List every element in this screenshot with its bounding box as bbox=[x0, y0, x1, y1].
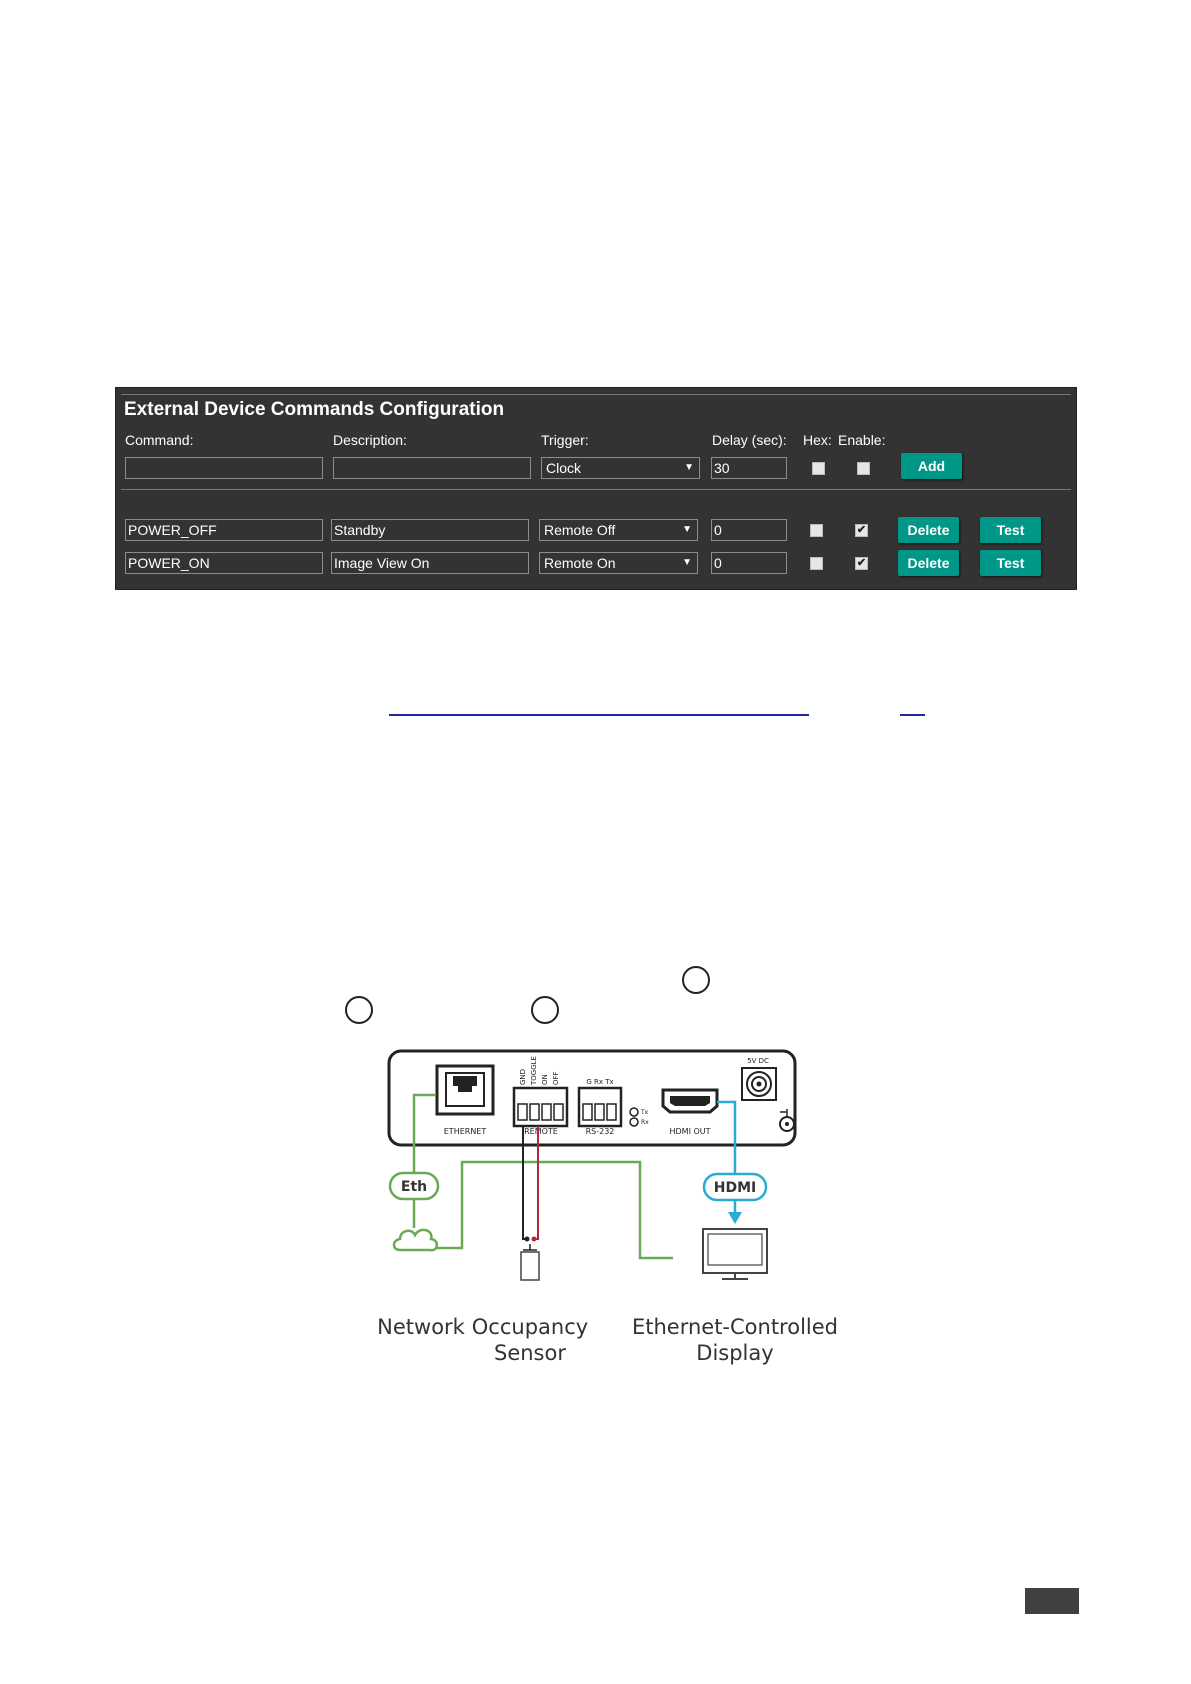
row-trigger-value: Remote On bbox=[544, 555, 616, 571]
new-description-input[interactable] bbox=[333, 457, 531, 479]
hdmi-tag-label: HDMI bbox=[714, 1180, 756, 1196]
rs232-terminal-icon bbox=[577, 1086, 623, 1128]
row-description-input[interactable]: Image View On bbox=[331, 552, 529, 574]
header-hex: Hex: bbox=[803, 432, 832, 448]
rx-label: Rx bbox=[641, 1119, 649, 1126]
header-enable: Enable: bbox=[838, 432, 886, 448]
ethernet-port-icon bbox=[435, 1064, 495, 1116]
new-hex-checkbox[interactable] bbox=[812, 462, 825, 475]
header-description: Description: bbox=[333, 432, 407, 448]
network-caption: Network bbox=[377, 1315, 465, 1339]
remote-pin-gnd: GND bbox=[519, 1069, 527, 1085]
panel-title: External Device Commands Configuration bbox=[124, 399, 505, 420]
network-cloud-icon bbox=[392, 1228, 439, 1252]
row-delay-input[interactable]: 0 bbox=[711, 552, 787, 574]
link-underline[interactable] bbox=[389, 714, 809, 716]
add-button[interactable]: Add bbox=[901, 453, 962, 479]
hdmi-cable bbox=[717, 1100, 737, 1176]
new-trigger-select[interactable]: Clock ▼ bbox=[541, 457, 700, 479]
occupancy-sensor-caption: Occupancy Sensor bbox=[471, 1315, 589, 1365]
dc-label: 5V DC bbox=[747, 1057, 769, 1065]
display-monitor-icon bbox=[702, 1228, 768, 1280]
panel-top-divider bbox=[121, 394, 1071, 395]
new-trigger-value: Clock bbox=[546, 460, 582, 476]
row-description-input[interactable]: Standby bbox=[331, 519, 529, 541]
network-display-cable bbox=[432, 1160, 673, 1260]
callout-circle bbox=[682, 966, 710, 994]
display-caption: Ethernet-Controlled Display bbox=[631, 1315, 839, 1365]
remote-port-label: REMOTE bbox=[524, 1127, 558, 1136]
rx-led-icon bbox=[629, 1117, 639, 1127]
ethernet-cable bbox=[412, 1093, 436, 1102]
occupancy-sensor-icon bbox=[520, 1251, 540, 1281]
dropdown-arrow-icon: ▼ bbox=[682, 524, 692, 535]
hdmi-out-label: HDMI OUT bbox=[669, 1127, 710, 1136]
hdmi-arrow-icon bbox=[728, 1212, 742, 1224]
new-command-input[interactable] bbox=[125, 457, 323, 479]
remote-pin-toggle: TOGGLE bbox=[530, 1056, 538, 1086]
tx-label: Tx bbox=[640, 1109, 649, 1116]
callout-circle bbox=[531, 996, 559, 1024]
new-delay-input[interactable]: 30 bbox=[711, 457, 787, 479]
row-hex-checkbox[interactable] bbox=[810, 557, 823, 570]
row-trigger-value: Remote Off bbox=[544, 522, 616, 538]
remote-terminal-icon bbox=[512, 1086, 569, 1128]
row-trigger-select[interactable]: Remote On ▼ bbox=[539, 552, 698, 574]
external-device-commands-panel: External Device Commands Configuration C… bbox=[115, 387, 1077, 590]
wire-node bbox=[531, 1236, 537, 1242]
row-hex-checkbox[interactable] bbox=[810, 524, 823, 537]
wire-node bbox=[524, 1236, 530, 1242]
rs232-pin-labels: G Rx Tx bbox=[586, 1078, 613, 1086]
remote-pin-on: ON bbox=[541, 1074, 549, 1085]
row-trigger-select[interactable]: Remote Off ▼ bbox=[539, 519, 698, 541]
tx-led-icon bbox=[629, 1107, 639, 1117]
page-link-underline[interactable] bbox=[900, 714, 925, 716]
test-button[interactable]: Test bbox=[980, 517, 1041, 543]
page-number-box bbox=[1025, 1588, 1079, 1614]
eth-tag-label: Eth bbox=[401, 1179, 427, 1195]
header-trigger: Trigger: bbox=[541, 432, 589, 448]
delete-button[interactable]: Delete bbox=[898, 517, 959, 543]
dropdown-arrow-icon: ▼ bbox=[682, 557, 692, 568]
row-enable-checkbox[interactable]: ✔ bbox=[855, 557, 868, 570]
rs232-port-label: RS-232 bbox=[586, 1127, 615, 1136]
panel-divider bbox=[121, 489, 1071, 490]
row-delay-input[interactable]: 0 bbox=[711, 519, 787, 541]
new-enable-checkbox[interactable] bbox=[857, 462, 870, 475]
row-enable-checkbox[interactable]: ✔ bbox=[855, 524, 868, 537]
dc-polarity-icon bbox=[779, 1109, 795, 1132]
header-delay: Delay (sec): bbox=[712, 432, 787, 448]
remote-pin-off: OFF bbox=[552, 1071, 560, 1085]
row-command-input[interactable]: POWER_OFF bbox=[125, 519, 323, 541]
ethernet-port-label: ETHERNET bbox=[444, 1127, 487, 1136]
hdmi-tag bbox=[702, 1172, 768, 1202]
connection-diagram: ETHERNET GND TOGGLE ON OFF REMOTE G Rx T… bbox=[387, 1049, 797, 1281]
delete-button[interactable]: Delete bbox=[898, 550, 959, 576]
test-button[interactable]: Test bbox=[980, 550, 1041, 576]
callout-circle bbox=[345, 996, 373, 1024]
dropdown-arrow-icon: ▼ bbox=[684, 462, 694, 473]
eth-tag bbox=[388, 1171, 440, 1201]
hdmi-port-icon bbox=[661, 1088, 719, 1114]
dc-power-jack-icon bbox=[741, 1067, 777, 1101]
row-command-input[interactable]: POWER_ON bbox=[125, 552, 323, 574]
header-command: Command: bbox=[125, 432, 194, 448]
